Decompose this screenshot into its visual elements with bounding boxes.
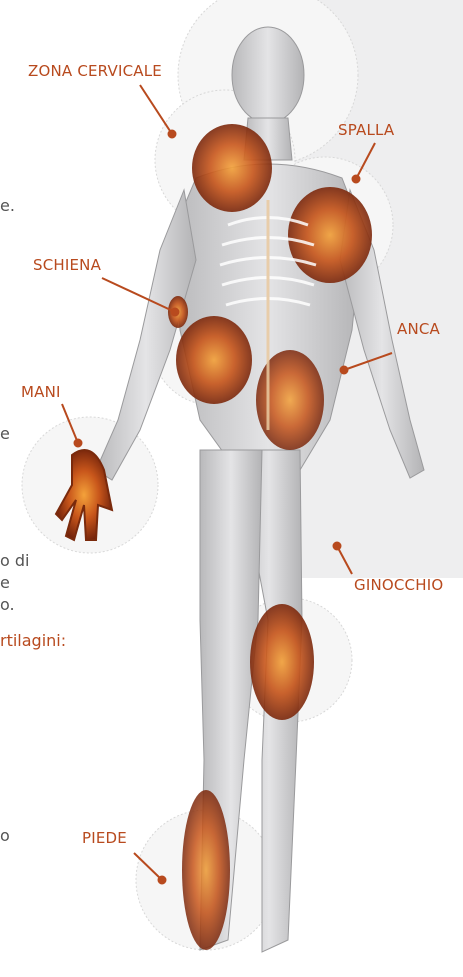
label-knee: GINOCCHIO [354,576,443,594]
label-hip: ANCA [397,320,440,338]
label-back: SCHIENA [33,256,101,274]
label-cervical-zone: ZONA CERVICALE [28,62,162,80]
label-hands: MANI [21,383,61,401]
label-shoulder: SPALLA [338,121,394,139]
label-foot: PIEDE [82,829,127,847]
